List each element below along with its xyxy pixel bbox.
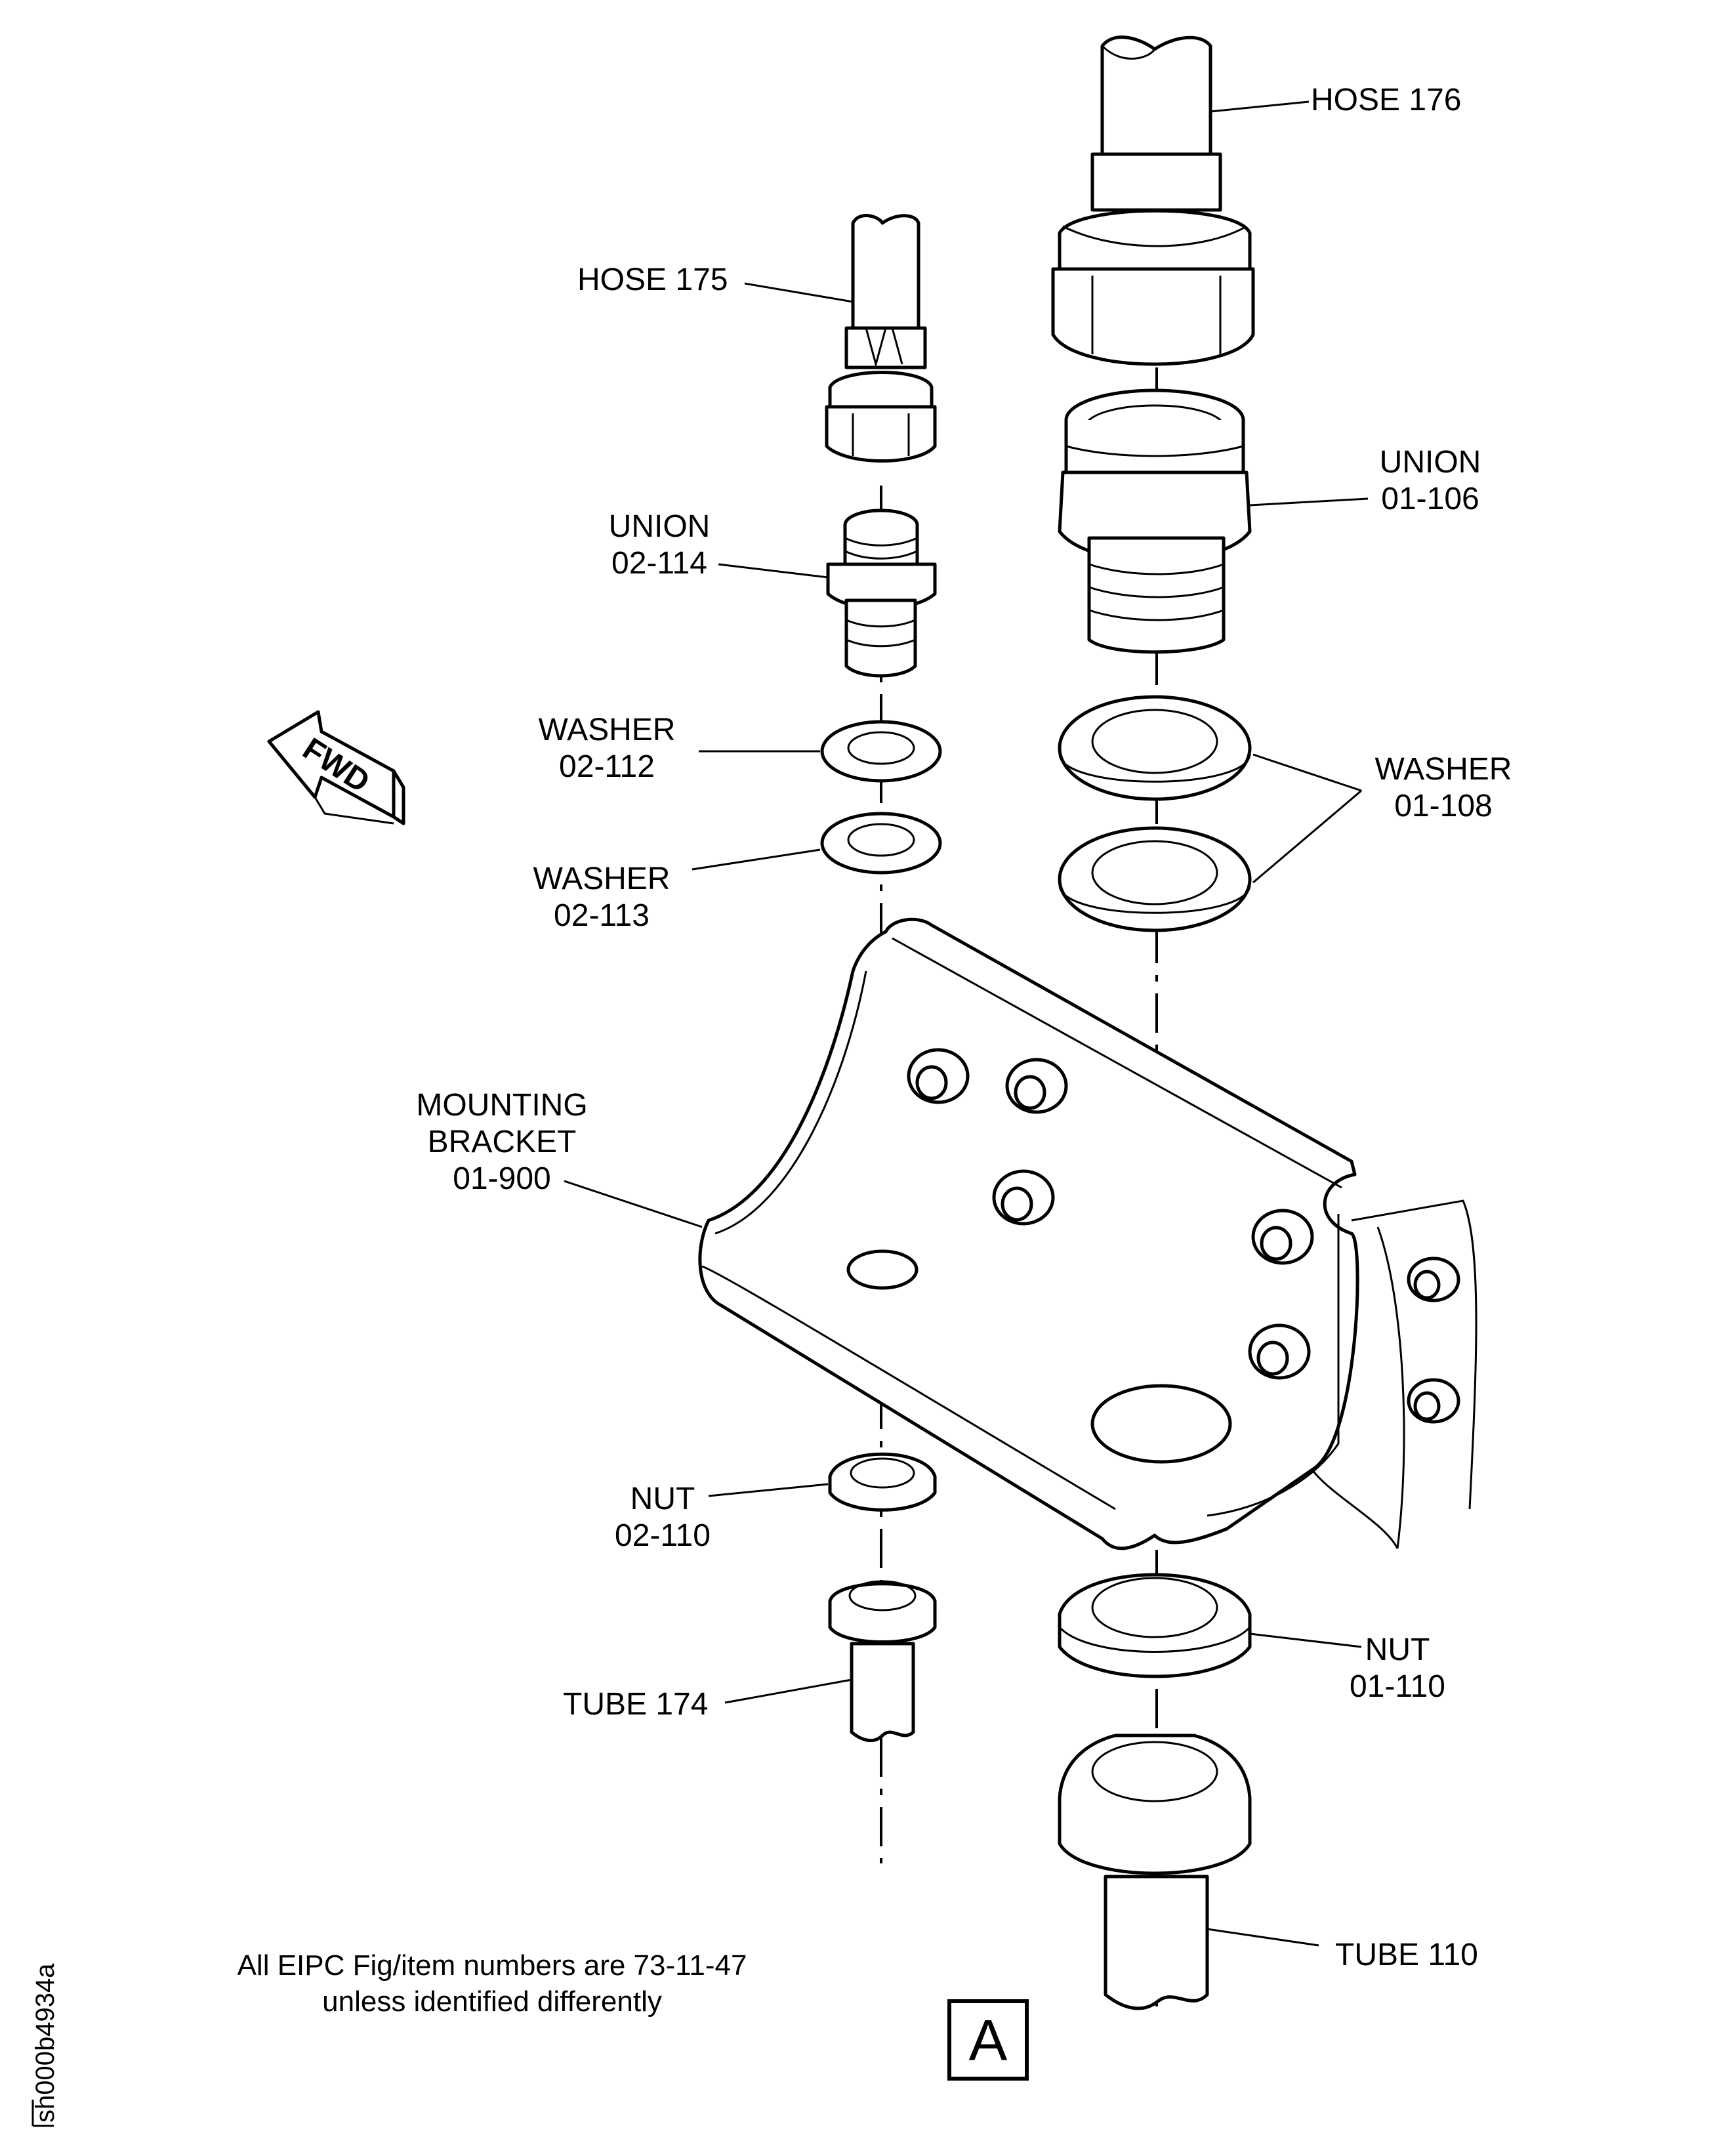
washer-02-113-part: [820, 812, 942, 875]
view-label-text: A: [969, 2008, 1008, 2073]
hose-175-part: [825, 213, 937, 463]
mounting-bracket-part: [698, 917, 1478, 1550]
label-washer-02-112-name: WASHER: [539, 713, 676, 747]
note-line2: unless identified differently: [322, 1985, 662, 2018]
label-union-02-114-name: UNION: [609, 509, 711, 544]
label-bracket-line1: MOUNTING: [416, 1088, 587, 1123]
union-01-106-part: [1058, 388, 1252, 654]
union-02-114-part: [826, 509, 937, 678]
label-nut-01-110-number: 01-110: [1350, 1669, 1445, 1704]
label-union-01-106-name: UNION: [1380, 445, 1481, 480]
label-washer-02-112-number: 02-112: [559, 749, 655, 784]
drawing-id-text: sh000b4934a: [31, 1963, 60, 2123]
tube-110-part: [1058, 1734, 1252, 2010]
fwd-arrow: FWD: [267, 710, 405, 825]
label-nut-02-110-name: NUT: [630, 1482, 695, 1516]
label-union-01-106-number: 01-106: [1381, 482, 1479, 516]
label-tube-174: TUBE 174: [563, 1687, 708, 1722]
drawing-id: sh000b4934a: [31, 1963, 60, 2127]
washer-01-108-upper: [1058, 695, 1252, 801]
washer-01-108-lower: [1058, 826, 1252, 932]
label-hose-176: HOSE 176: [1311, 83, 1461, 117]
fastener-2: [1005, 1058, 1068, 1114]
label-washer-02-113-number: 02-113: [554, 898, 650, 933]
bracket-fasteners: [907, 1048, 1460, 1424]
fastener-4: [1251, 1209, 1314, 1265]
fastener-6: [1407, 1256, 1460, 1302]
nut-01-110-part: [1058, 1573, 1252, 1678]
leader-lines: [564, 100, 1369, 1947]
fastener-5: [1248, 1323, 1311, 1380]
label-washer-01-108-name: WASHER: [1375, 752, 1512, 787]
label-tube-110: TUBE 110: [1335, 1938, 1478, 1972]
nut-02-110-part: [828, 1452, 937, 1512]
tube-174-part: [828, 1580, 937, 1743]
washer-02-112-part: [820, 720, 942, 783]
label-hose-175: HOSE 175: [577, 262, 728, 297]
view-label-box: A: [947, 1999, 1029, 2081]
label-bracket-line2: BRACKET: [428, 1125, 577, 1159]
label-nut-01-110-name: NUT: [1365, 1632, 1430, 1667]
note-line1: All EIPC Fig/item numbers are 73-11-47: [238, 1949, 747, 1982]
hose-176-part: [1051, 35, 1255, 366]
label-nut-02-110-number: 02-110: [615, 1518, 711, 1553]
label-union-02-114-number: 02-114: [611, 546, 707, 581]
label-washer-02-113-name: WASHER: [533, 862, 671, 896]
label-bracket-line3: 01-900: [453, 1161, 550, 1196]
label-washer-01-108-number: 01-108: [1394, 789, 1492, 823]
fastener-1: [907, 1048, 970, 1104]
fastener-7: [1407, 1378, 1460, 1424]
fastener-3: [992, 1169, 1055, 1226]
